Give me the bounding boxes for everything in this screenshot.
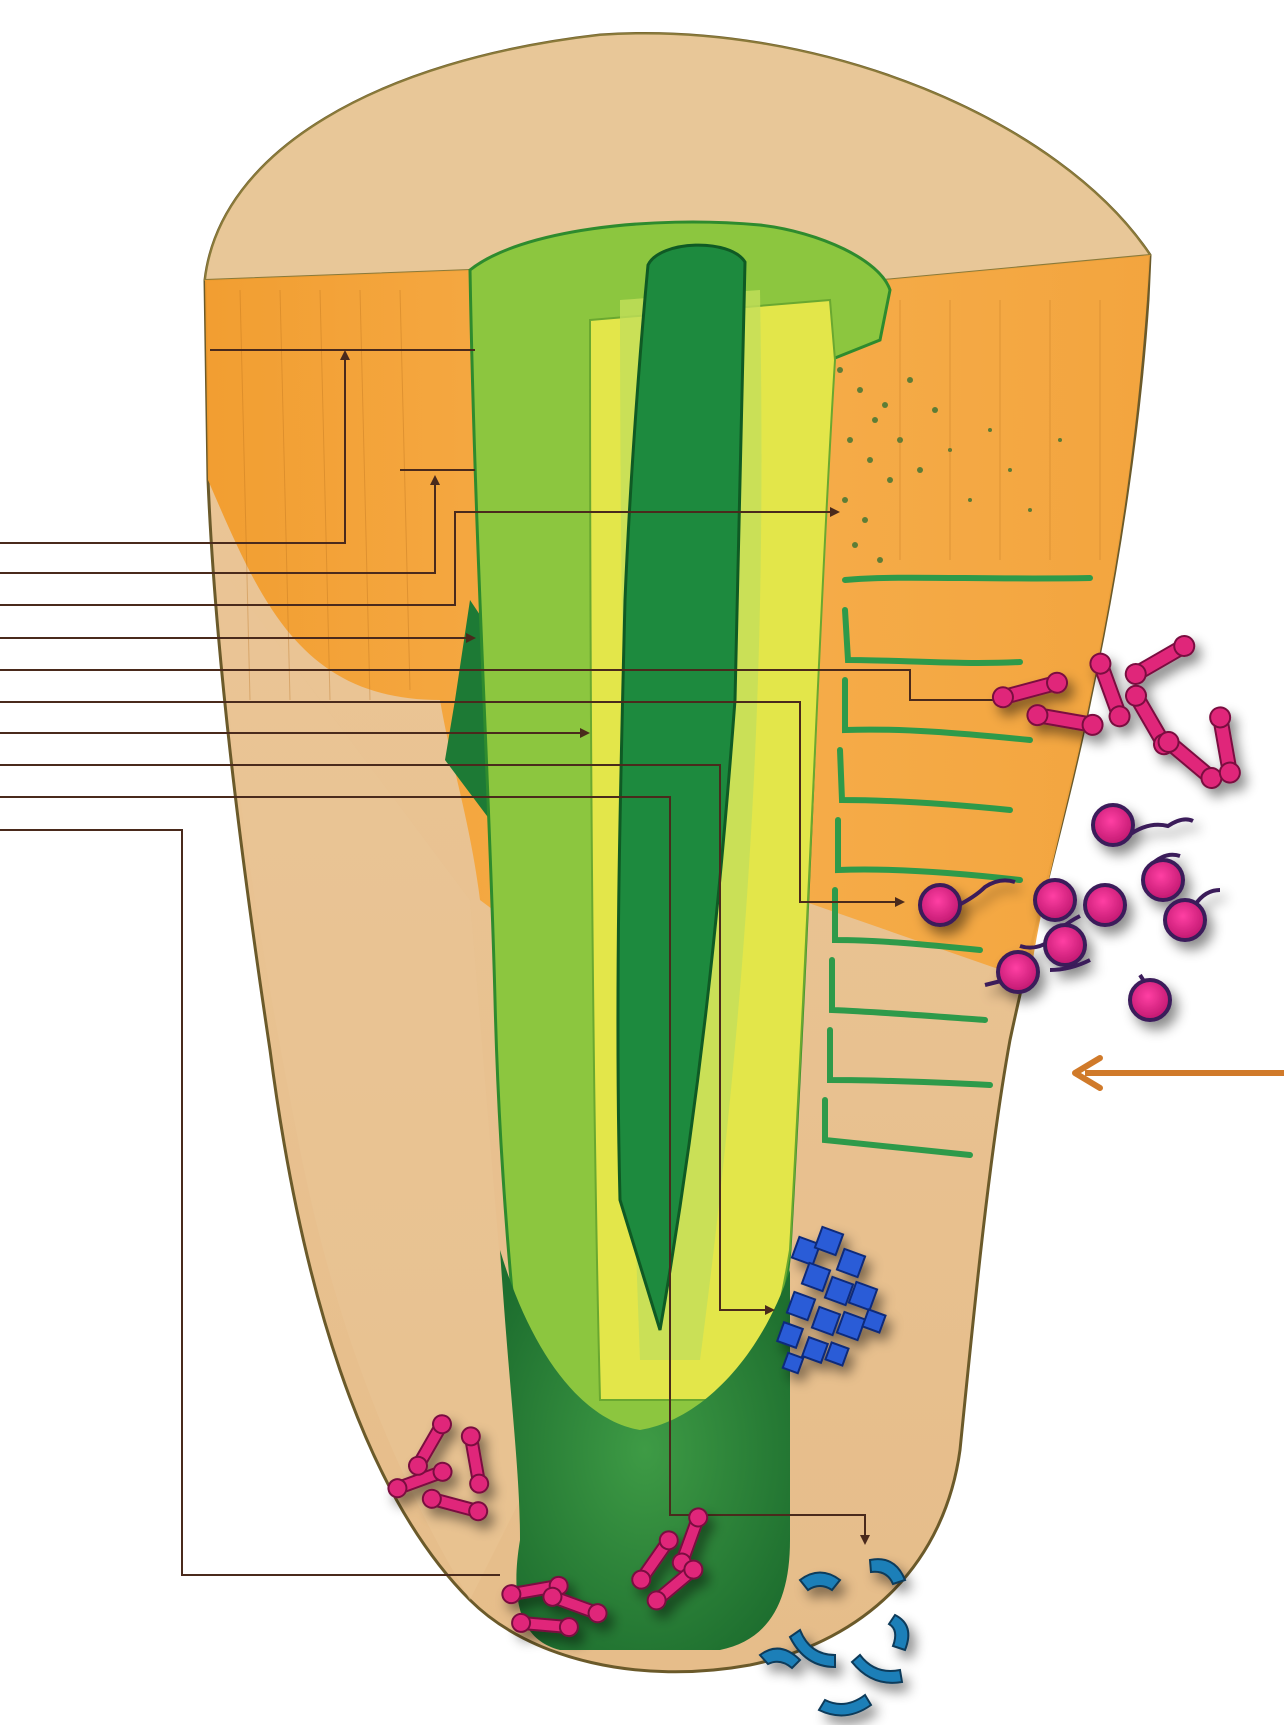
- left-arrow-icon: [1075, 1058, 1284, 1088]
